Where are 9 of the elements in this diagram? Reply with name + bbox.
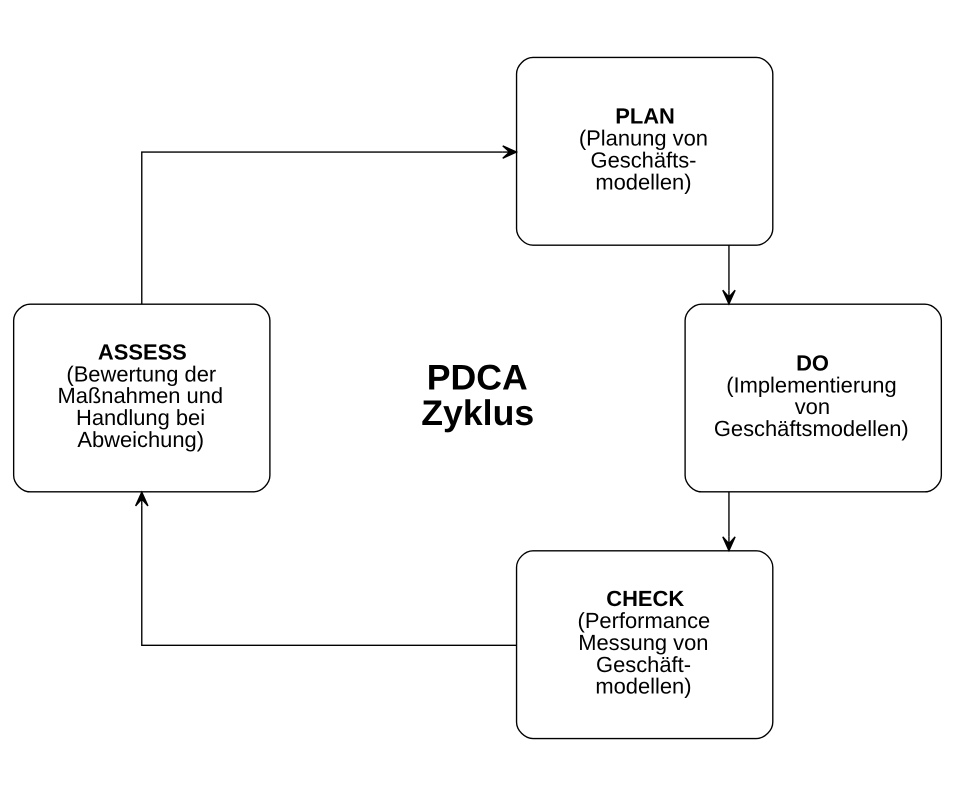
node-box: CHECK (Performance Messung von Geschäft- modellen) bbox=[516, 550, 774, 739]
label: PDCA Zyklus bbox=[421, 357, 534, 433]
arrow bbox=[134, 491, 516, 646]
arrow bbox=[722, 244, 736, 304]
arrow bbox=[141, 144, 518, 304]
arrow bbox=[722, 491, 736, 551]
node-box: PLAN (Planung von Geschäfts- modellen) bbox=[516, 56, 774, 246]
node-box: ASSESS (Bewertung der Maßnahmen und Handlung bei Abweichung) bbox=[12, 302, 271, 492]
node-box: DO (Implementierung von Geschäftsmodellen) bbox=[684, 302, 942, 492]
